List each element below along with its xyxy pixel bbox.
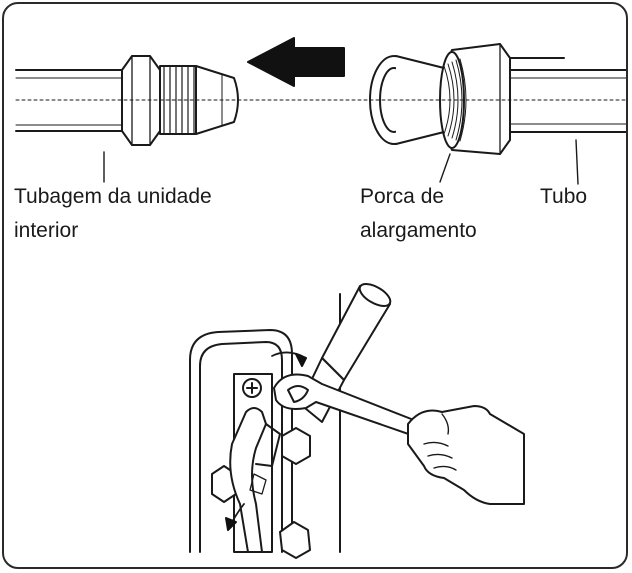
- leader-pipe: [575, 139, 579, 185]
- label-flare-nut-line1: Porca de: [360, 185, 445, 208]
- label-indoor-piping-line1: Tubagem da unidade: [14, 185, 212, 208]
- flare-nut: [369, 43, 565, 155]
- indoor-unit-pipe: [15, 69, 123, 132]
- screw-icon: [242, 378, 262, 398]
- label-indoor-piping-line2: interior: [14, 219, 79, 242]
- rotation-arrow-lower-head: [225, 517, 237, 531]
- valve-nuts: [211, 427, 311, 559]
- hand-icon: [407, 405, 525, 505]
- adjustable-wrench-icon: [229, 407, 281, 553]
- label-pipe: Tubo: [540, 185, 588, 208]
- rotation-arrow-head: [295, 353, 307, 367]
- left-arrow-icon: [247, 37, 345, 87]
- pipe: [509, 69, 626, 133]
- leader-flare-nut: [439, 153, 451, 183]
- diagram-canvas: [15, 37, 626, 559]
- label-flare-nut-line2: alargamento: [360, 219, 477, 242]
